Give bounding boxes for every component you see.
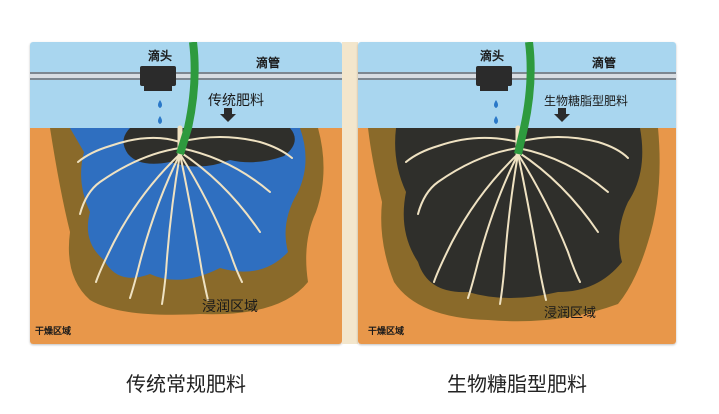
water-drop-icon — [158, 100, 162, 108]
dripper-icon — [140, 66, 176, 86]
roots-icon — [77, 125, 293, 305]
dripper-icon — [476, 66, 512, 86]
wetted-zone-label: 浸润区域 — [544, 306, 597, 321]
down-arrow-icon — [554, 114, 570, 122]
down-arrow-icon — [220, 114, 236, 122]
dripper-label: 滴头 — [148, 49, 173, 63]
sky-area — [30, 42, 342, 128]
dripper-label: 滴头 — [480, 49, 505, 63]
dry-zone-label: 干燥区域 — [35, 327, 72, 337]
traditional-root-diagram — [30, 42, 342, 344]
fertilizer-zone — [123, 128, 295, 167]
roots-icon — [405, 125, 629, 305]
panel-divider — [342, 42, 358, 344]
drip-tube — [30, 72, 342, 80]
plant-stem — [176, 42, 199, 156]
panel-traditional-fertilizer: 滴头 滴管 传统肥料 浸润区域 干燥区域 — [30, 42, 342, 344]
caption-traditional: 传统常规肥料 — [126, 372, 246, 396]
drip-tube — [358, 72, 676, 80]
fertilizer-label: 传统肥料 — [208, 93, 264, 109]
wetted-zone-label: 浸润区域 — [202, 299, 258, 315]
plant-stem — [514, 42, 535, 155]
water-drop-icon — [158, 116, 162, 124]
fertilizer-label: 生物糖脂型肥料 — [544, 94, 629, 108]
sky-area — [358, 42, 676, 128]
bio-glycolipid-root-diagram — [358, 42, 676, 344]
water-drop-icon — [494, 116, 498, 124]
drip-tube-label: 滴管 — [256, 56, 281, 70]
dry-zone-label: 干燥区域 — [368, 327, 405, 337]
drip-tube-label: 滴管 — [592, 56, 617, 70]
panel-bio-glycolipid-fertilizer: 滴头 滴管 生物糖脂型肥料 浸润区域 干燥区域 — [358, 42, 676, 344]
water-drop-icon — [494, 100, 498, 108]
water-zone — [70, 128, 306, 280]
caption-bio-glycolipid: 生物糖脂型肥料 — [447, 372, 587, 396]
